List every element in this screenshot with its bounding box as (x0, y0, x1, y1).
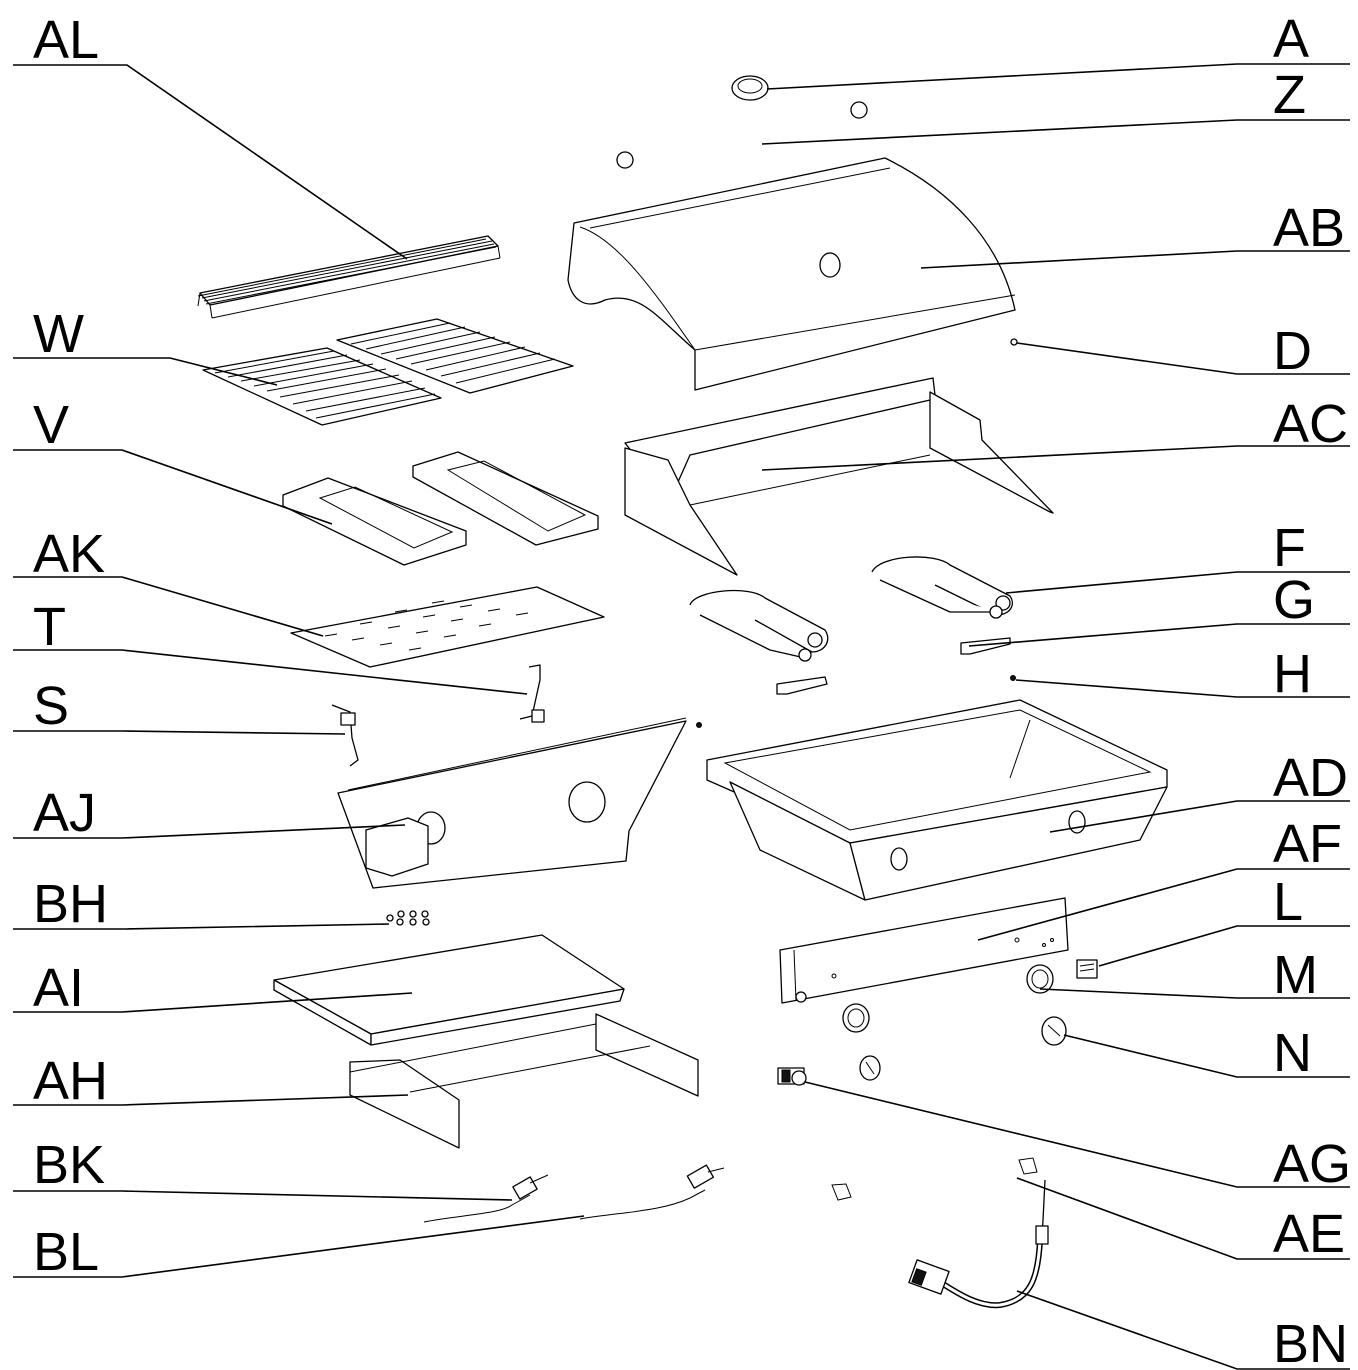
callout-label: M (1273, 945, 1318, 1005)
burner-bracket-left-part (776, 676, 828, 695)
callout-ak: AK (13, 524, 324, 637)
callout-label: G (1273, 570, 1315, 630)
lid-part (567, 157, 1016, 391)
callout-ai: AI (13, 958, 413, 1018)
igniter-part (777, 1067, 807, 1086)
grease-tray-part (273, 934, 625, 1046)
callout-v: V (13, 395, 333, 525)
tray-support-part (349, 1013, 699, 1149)
gas-hose-regulator-part (908, 1225, 1049, 1309)
callout-label: AG (1273, 1134, 1351, 1194)
callout-d: D (1016, 321, 1350, 381)
callout-af: AF (977, 814, 1350, 941)
logo-badge-part (731, 75, 769, 101)
callout-label: N (1273, 1023, 1312, 1083)
callout-ac: AC (761, 394, 1350, 471)
callout-al: AL (13, 10, 408, 260)
callout-label: T (33, 597, 66, 657)
gas-manifold-part (822, 1157, 1046, 1241)
callout-h: H (1015, 644, 1350, 704)
callout-g: G (968, 570, 1350, 647)
callout-label: F (1273, 518, 1306, 578)
small-screw-d-part (1010, 338, 1018, 346)
electrode-wire-bl-part (579, 1164, 725, 1220)
callout-label: BN (1273, 1314, 1348, 1370)
callout-label: AD (1273, 748, 1348, 808)
bezel-right-part (1026, 964, 1054, 994)
callout-label: D (1273, 321, 1312, 381)
callout-label: L (1273, 872, 1303, 932)
screw-h-part (1010, 675, 1016, 681)
callout-ad: AD (1049, 748, 1350, 833)
cooking-grates-part (202, 318, 574, 426)
callout-label: BH (33, 874, 108, 934)
callout-label: AL (33, 10, 99, 70)
callout-aj: AJ (13, 783, 406, 843)
callout-label: W (33, 304, 84, 364)
callout-bn: BN (1016, 1290, 1350, 1370)
callout-label: AB (1273, 198, 1345, 258)
control-panel-part (337, 717, 687, 889)
callout-ab: AB (920, 198, 1350, 269)
lid-handle-part (616, 101, 872, 176)
callout-ag: AG (804, 1081, 1351, 1194)
flavorizer-bars-part (282, 451, 599, 566)
callout-w: W (13, 304, 278, 386)
callout-label: V (33, 395, 69, 455)
callout-label: AC (1273, 394, 1348, 454)
heat-shield-part (624, 377, 1054, 576)
electrode-wire-bk-part (423, 1174, 549, 1223)
callout-bh: BH (13, 874, 390, 934)
callout-label: AJ (33, 783, 96, 843)
warming-rack-part (197, 235, 501, 319)
callout-t: T (13, 597, 528, 695)
burner-bracket-part (960, 637, 1011, 655)
bracket-s-part (331, 704, 359, 767)
callout-label: A (1273, 9, 1309, 69)
burner-right-part (871, 556, 1013, 619)
callout-label: BL (33, 1222, 99, 1282)
callout-label: S (33, 676, 69, 736)
callout-label: AI (33, 958, 84, 1018)
callout-bk: BK (13, 1135, 513, 1201)
heat-deflector-part (290, 586, 605, 668)
burner-left-part (689, 589, 829, 662)
manifold-panel-part (779, 897, 1069, 1004)
cookbox-part (706, 699, 1168, 901)
callout-n: N (1063, 1023, 1350, 1083)
callout-label: AH (33, 1051, 108, 1111)
bracket-t-part (519, 664, 545, 723)
callout-label: AE (1273, 1204, 1345, 1264)
screw-loose-part (696, 722, 702, 728)
callout-label: AF (1273, 814, 1342, 874)
callout-z: Z (761, 65, 1350, 145)
control-knob-left-part (859, 1055, 881, 1081)
callout-a: A (766, 9, 1350, 90)
screws-part (386, 910, 430, 926)
callout-label: H (1273, 644, 1312, 704)
callout-bl: BL (13, 1215, 585, 1282)
callout-ae: AE (1016, 1177, 1350, 1264)
label-l-part (1076, 959, 1098, 979)
callout-s: S (13, 676, 346, 736)
callout-label: BK (33, 1135, 105, 1195)
callout-label: Z (1273, 65, 1306, 125)
callout-ah: AH (13, 1051, 409, 1111)
callout-l: L (1098, 872, 1350, 967)
callout-m: M (1039, 945, 1350, 1005)
callout-label: AK (33, 524, 105, 584)
control-knob-right-part (1041, 1016, 1067, 1046)
callout-f: F (1005, 518, 1350, 594)
bezel-left-part (842, 1003, 870, 1033)
